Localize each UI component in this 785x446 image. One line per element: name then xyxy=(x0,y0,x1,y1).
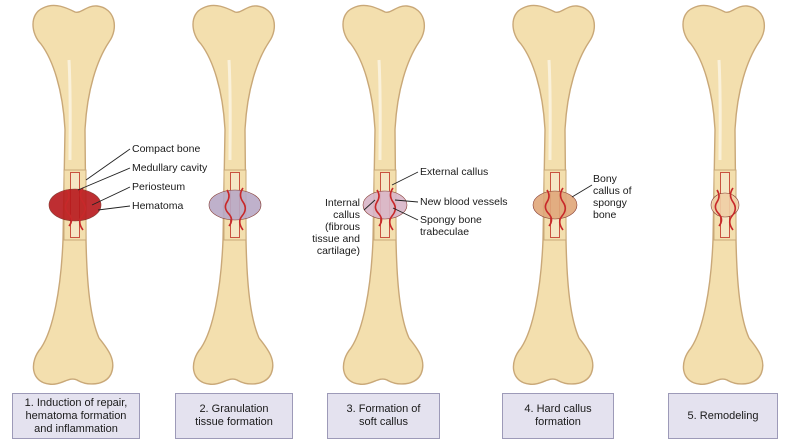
stage-2-caption: 2. Granulation tissue formation xyxy=(175,393,293,439)
label-new-blood-vessels: New blood vessels xyxy=(420,196,508,208)
label-spongy-bone-trabeculae: Spongy bone trabeculae xyxy=(420,214,482,238)
bone-highlight xyxy=(229,60,230,160)
bone-stage-2 xyxy=(193,5,274,384)
bone-highlight xyxy=(69,60,70,160)
fracture-callus xyxy=(209,190,261,220)
label-hematoma: Hematoma xyxy=(132,200,183,212)
leader-line xyxy=(98,206,130,210)
stage-1-caption: 1. Induction of repair, hematoma formati… xyxy=(12,393,140,439)
bone-highlight xyxy=(379,60,380,160)
label-periosteum: Periosteum xyxy=(132,181,185,193)
bone-highlight xyxy=(719,60,720,160)
bone-stage-3 xyxy=(343,5,424,384)
stage-5-caption: 5. Remodeling xyxy=(668,393,778,439)
bone-stage-5 xyxy=(683,5,764,384)
label-bony-callus: Bony callus of spongy bone xyxy=(593,173,632,221)
fracture-callus xyxy=(533,191,577,219)
leader-line xyxy=(86,149,130,180)
label-compact-bone: Compact bone xyxy=(132,143,200,155)
bone-highlight xyxy=(549,60,550,160)
leader-line xyxy=(92,187,130,205)
leader-line xyxy=(572,185,592,197)
label-external-callus: External callus xyxy=(420,166,488,178)
label-internal-callus: Internal callus (fibrous tissue and cart… xyxy=(300,197,360,257)
bone-stage-1 xyxy=(33,5,114,384)
fracture-callus xyxy=(49,189,101,221)
stage-4-caption: 4. Hard callus formation xyxy=(502,393,614,439)
bone-stage-4 xyxy=(513,5,594,384)
label-medullary-cavity: Medullary cavity xyxy=(132,162,207,174)
stage-3-caption: 3. Formation of soft callus xyxy=(327,393,440,439)
